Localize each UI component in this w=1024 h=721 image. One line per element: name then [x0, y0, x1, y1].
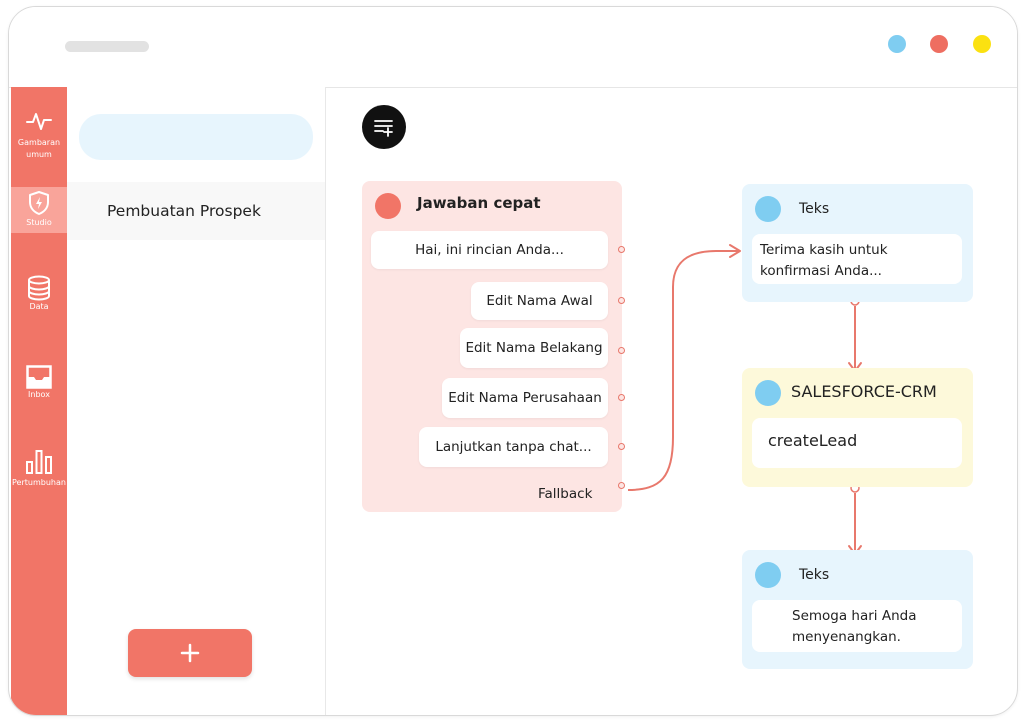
node-status-dot [755, 562, 781, 588]
flow-list-panel: Pembuatan Prospek [67, 87, 326, 715]
crm-action[interactable]: createLead [752, 418, 962, 468]
node-status-dot [375, 193, 401, 219]
shield-bolt-icon [29, 191, 49, 215]
option-port[interactable] [618, 443, 625, 450]
sidebar-item-studio[interactable]: Studio [11, 187, 67, 233]
arrow-head-icon [729, 244, 741, 258]
node-title: Teks [799, 567, 830, 583]
inbox-icon [26, 365, 52, 389]
node-title: SALESFORCE-CRM [791, 382, 937, 401]
node-title: Teks [799, 201, 830, 217]
message-body[interactable]: Terima kasih untuk konfirmasi Anda... [752, 234, 962, 284]
option-port[interactable] [618, 394, 625, 401]
title-bar [9, 7, 1017, 88]
sidebar-item-overview[interactable]: Gambaran umum [11, 109, 67, 169]
search-input[interactable] [79, 114, 313, 160]
fallback-label: Fallback [538, 486, 593, 502]
add-flow-button[interactable] [128, 629, 252, 677]
list-add-icon [374, 120, 393, 137]
sidebar-item-growth[interactable]: Pertumbuhan [11, 449, 67, 489]
fallback-port[interactable] [618, 482, 625, 489]
quick-reply-option[interactable]: Lanjutkan tanpa chat... [419, 427, 608, 467]
window-dot-red[interactable] [930, 35, 948, 53]
flow-canvas: Jawaban cepat Hai, ini rincian Anda... E… [326, 87, 1017, 715]
sidebar-item-inbox[interactable]: Inbox [11, 365, 67, 405]
option-port[interactable] [618, 246, 625, 253]
quick-reply-option[interactable]: Hai, ini rincian Anda... [371, 231, 608, 269]
window-dot-blue[interactable] [888, 35, 906, 53]
node-status-dot [755, 196, 781, 222]
option-port[interactable] [618, 347, 625, 354]
message-body[interactable]: Semoga hari Anda menyenangkan. [752, 600, 962, 652]
sidebar-item-label: Studio [26, 218, 52, 227]
plus-icon [180, 643, 200, 663]
list-item[interactable]: Pembuatan Prospek [67, 182, 325, 240]
sidebar-item-label: Gambaran umum [17, 138, 61, 159]
node-status-dot [755, 380, 781, 406]
quick-reply-option[interactable]: Edit Nama Awal [471, 282, 608, 320]
sidebar-item-data[interactable]: Data [11, 275, 67, 315]
text-node[interactable]: Teks Semoga hari Anda menyenangkan. [742, 550, 973, 669]
quick-reply-option[interactable]: Edit Nama Perusahaan [442, 378, 608, 418]
bar-chart-icon [26, 450, 52, 474]
sidebar-rail: Gambaran umum Studio Data Inbox [11, 87, 67, 715]
address-bar[interactable] [65, 41, 149, 52]
database-icon [28, 275, 50, 301]
sidebar-item-label: Data [29, 302, 49, 311]
option-port[interactable] [618, 297, 625, 304]
text-node[interactable]: Teks Terima kasih untuk konfirmasi Anda.… [742, 184, 973, 302]
window-dot-yellow[interactable] [973, 35, 991, 53]
add-step-button[interactable] [362, 105, 406, 149]
crm-node[interactable]: SALESFORCE-CRM createLead [742, 368, 973, 487]
quick-reply-node[interactable]: Jawaban cepat Hai, ini rincian Anda... E… [362, 181, 625, 512]
sidebar-item-label: Pertumbuhan [12, 478, 66, 487]
app-window: Gambaran umum Studio Data Inbox [8, 6, 1018, 716]
quick-reply-option[interactable]: Edit Nama Belakang [460, 328, 608, 368]
activity-icon [26, 113, 52, 130]
fallback-connector [627, 250, 739, 491]
sidebar-item-label: Inbox [28, 390, 50, 399]
node-title: Jawaban cepat [417, 194, 541, 212]
